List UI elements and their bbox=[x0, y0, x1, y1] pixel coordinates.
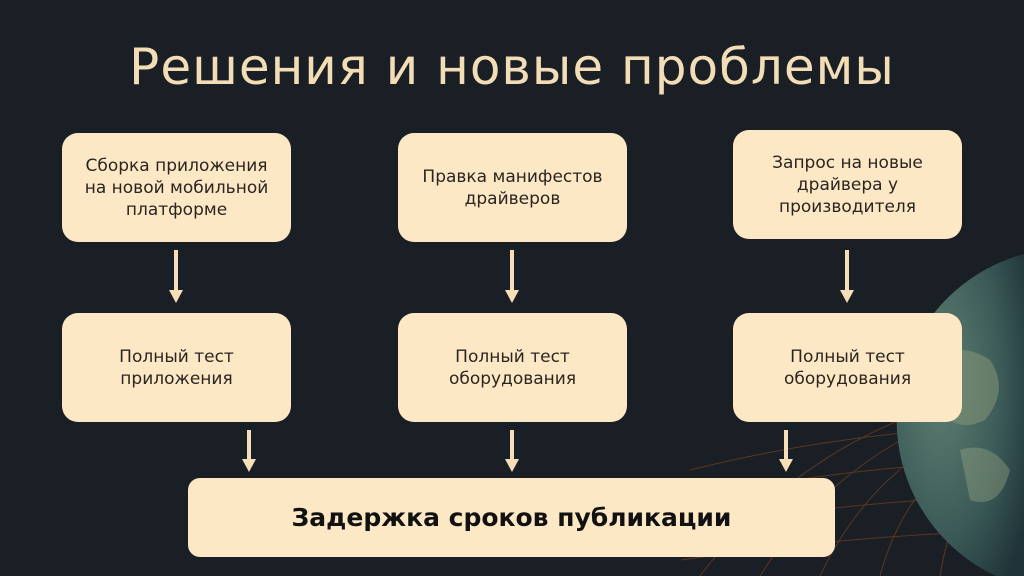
solution-box-2: Правка манифестов драйверов bbox=[398, 133, 627, 242]
test-box-3: Полный тест оборудования bbox=[733, 313, 962, 422]
arrow-down-icon bbox=[169, 250, 183, 303]
slide-title: Решения и новые проблемы bbox=[129, 38, 895, 96]
test-box-2: Полный тест оборудования bbox=[398, 313, 627, 422]
arrow-down-icon bbox=[840, 250, 854, 303]
test-box-1: Полный тест приложения bbox=[62, 313, 291, 422]
arrow-down-icon bbox=[242, 430, 256, 472]
solution-box-1: Сборка приложения на новой мобильной пла… bbox=[62, 133, 291, 242]
arrow-down-icon bbox=[779, 430, 793, 472]
arrow-down-icon bbox=[505, 250, 519, 303]
result-box: Задержка сроков публикации bbox=[188, 478, 835, 557]
solution-box-3: Запрос на новые драйвера у производителя bbox=[733, 130, 962, 239]
arrow-down-icon bbox=[505, 430, 519, 472]
